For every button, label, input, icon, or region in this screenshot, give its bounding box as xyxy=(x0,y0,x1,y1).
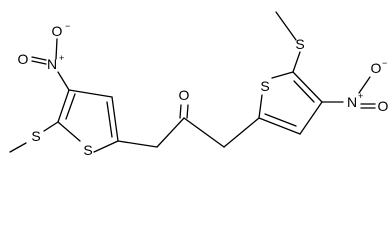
bond-right-ring-c5-c4-inner xyxy=(293,80,315,103)
atom-labels: O − N + O S S O S S O − N + O xyxy=(18,21,389,158)
bond-left-methylthio-c-s xyxy=(43,121,59,132)
bond-left-ring-c3-c2-inner xyxy=(106,101,113,138)
bond-left-ring-c2-s xyxy=(93,140,119,153)
bond-ch2-right xyxy=(223,117,260,148)
charge-n-nitro-left: + xyxy=(59,53,64,63)
bond-carbonyl-2 xyxy=(186,104,189,119)
bond-carbonyl-to-ch2-right xyxy=(183,117,225,148)
bonds xyxy=(9,11,376,153)
atom-o-nitro-right-side: O xyxy=(378,98,389,114)
bond-right-ring-c3-c2 xyxy=(258,117,301,135)
atom-n-nitro-right: N xyxy=(347,94,357,110)
bond-right-ring-c4-c3 xyxy=(299,101,323,135)
atom-s-ring-left: S xyxy=(83,142,92,158)
charge-o-nitro-right-top: − xyxy=(382,58,387,68)
atom-o-nitro-right-top: O xyxy=(371,60,382,76)
atom-n-nitro-left: N xyxy=(47,56,57,72)
bond-left-nitro-n-o-side-1 xyxy=(31,56,47,61)
bond-right-methylthio-c-s xyxy=(292,51,301,73)
bond-right-nitro-n-o-top xyxy=(358,76,371,94)
bond-left-ring-c5-s xyxy=(57,121,81,142)
bond-right-ring-s-c5 xyxy=(271,71,294,79)
bond-left-nitro-n-o-side-2 xyxy=(31,60,47,65)
bond-right-methylthio-s-ch3 xyxy=(275,11,297,41)
atom-o-nitro-left-top: O xyxy=(52,23,63,39)
atom-s-ring-right: S xyxy=(260,78,269,94)
bond-left-ring-c4-c5-inner xyxy=(65,93,76,120)
bond-ch2-left-to-carbonyl xyxy=(156,117,185,148)
charge-n-nitro-right: + xyxy=(358,91,363,101)
atom-o-nitro-left-side: O xyxy=(18,51,29,67)
bond-right-ring-c5-c4 xyxy=(292,71,323,103)
bond-left-nitro-n-ring xyxy=(57,71,70,91)
bond-right-ring-c3-c2-inner xyxy=(264,113,297,127)
bond-right-ring-c2-s xyxy=(258,94,263,119)
atom-s-methylthio-left: S xyxy=(31,128,40,144)
bond-left-ring-c3-c2 xyxy=(111,96,119,142)
atom-o-ketone: O xyxy=(179,87,190,103)
bond-left-methylthio-s-ch3 xyxy=(9,142,27,153)
bond-left-ring-c4-c3 xyxy=(68,89,113,98)
bond-ch2-left xyxy=(117,140,158,148)
bond-left-nitro-n-o-top xyxy=(55,38,58,60)
bond-carbonyl-1 xyxy=(179,104,182,119)
charge-o-nitro-left-top: − xyxy=(65,21,70,31)
bond-left-ring-c4-c5 xyxy=(57,89,70,123)
atom-s-methylthio-right: S xyxy=(295,36,304,52)
molecule-structure: O − N + O S S O S S O − N + O xyxy=(9,11,389,158)
